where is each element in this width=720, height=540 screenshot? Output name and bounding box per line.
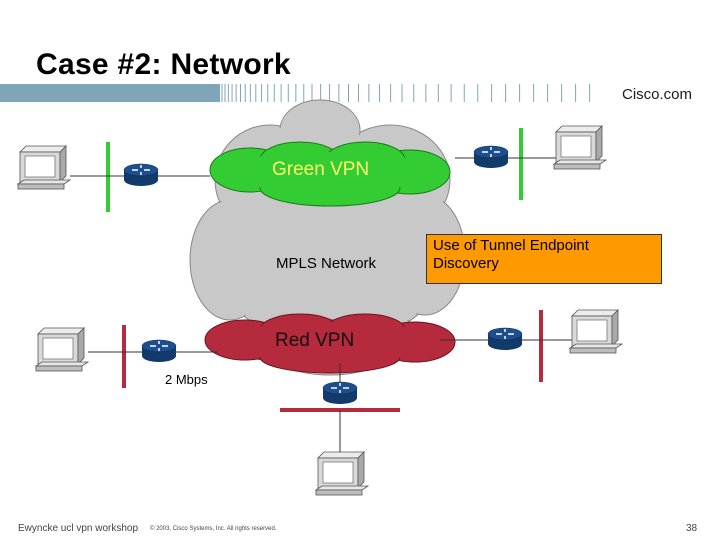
link-rate-label: 2 Mbps [165,372,208,387]
workstation-red-left [34,327,90,372]
footer-copyright: © 2003, Cisco Systems, Inc. All rights r… [150,526,277,532]
router-red-right [487,327,523,350]
footer-presenter: Ewyncke ucl vpn workshop [18,523,139,534]
router-red-bottom [322,381,358,404]
green-vpn-label: Green VPN [272,159,370,180]
router-green-left [123,163,159,186]
mpls-network-label: MPLS Network [276,255,377,272]
workstation-green-right [552,125,608,170]
router-red-left [141,339,177,362]
workstation-green-left [16,145,72,190]
slide-title: Case #2: Network [36,48,291,81]
red-vpn-label: Red VPN [275,330,355,351]
router-green-right [473,145,509,168]
header-band [0,84,591,102]
brand-logo: Cisco.com [621,86,692,103]
tunnel-discovery-callout: Use of Tunnel Endpoint Discovery [426,234,662,284]
links [70,157,572,456]
workstation-red-right [568,309,624,354]
footer-page-number: 38 [686,523,698,534]
workstation-red-bottom [314,451,370,496]
